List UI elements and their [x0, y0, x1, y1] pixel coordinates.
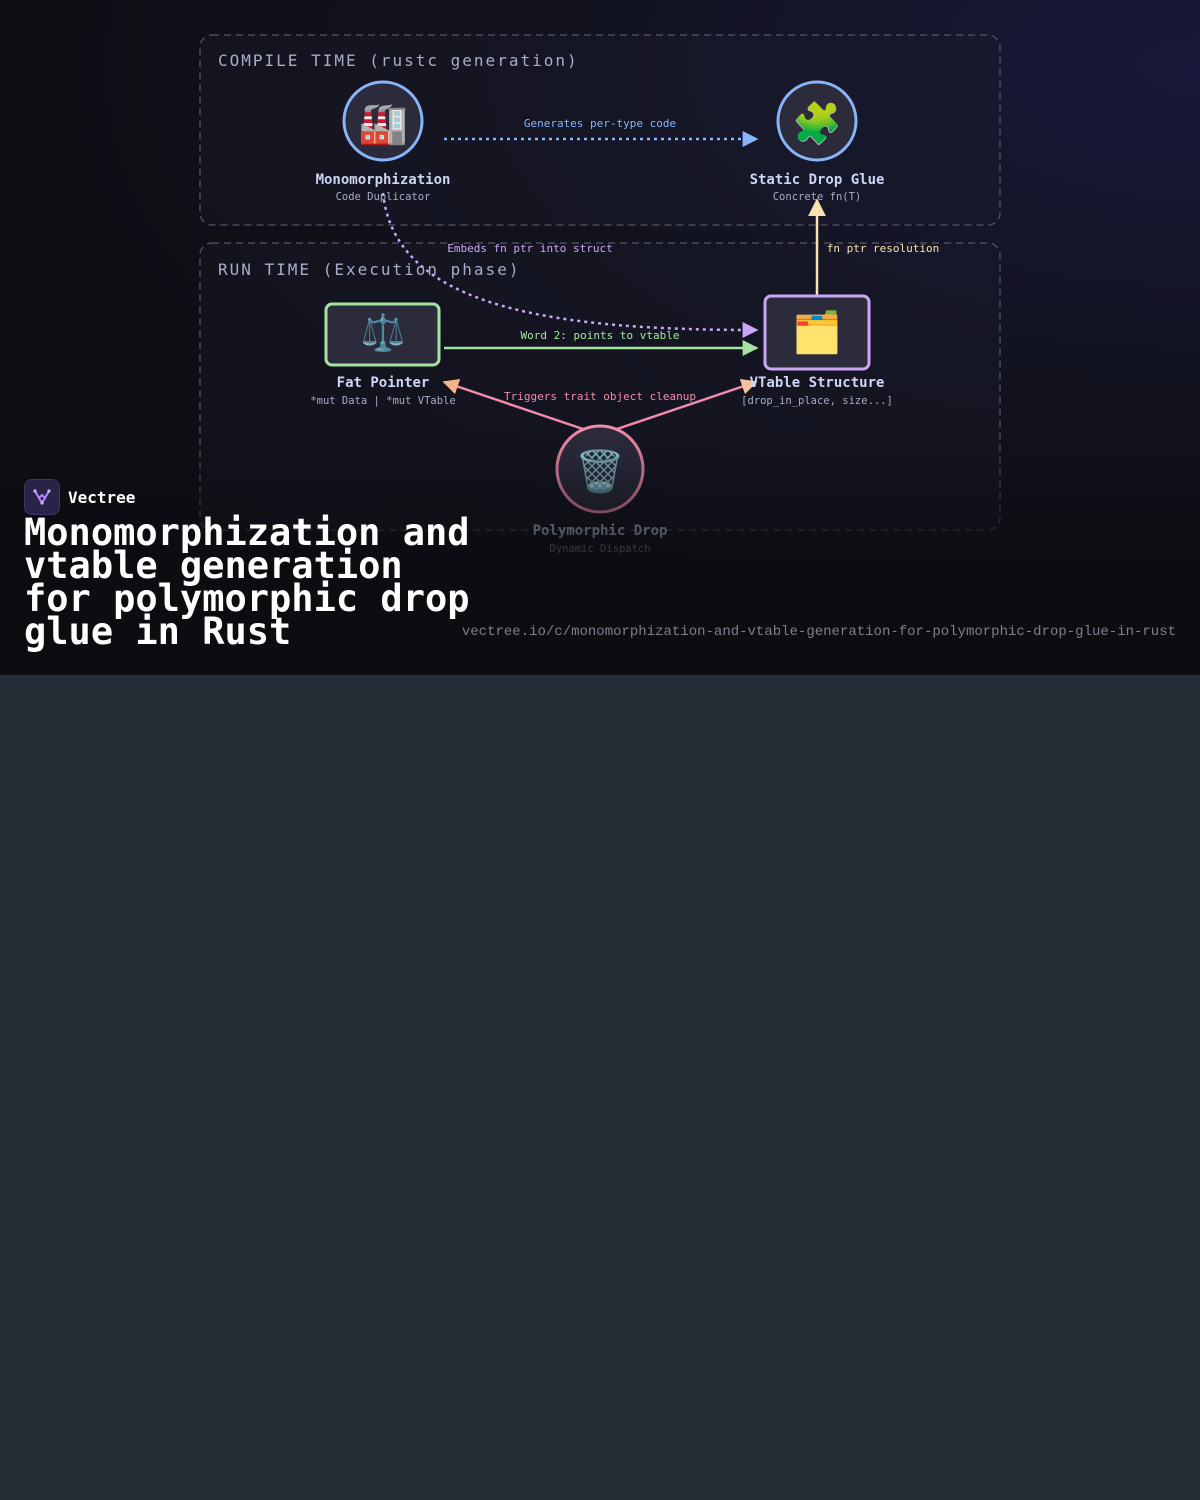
page-url[interactable]: vectree.io/c/monomorphization-and-vtable…	[461, 624, 1176, 640]
edge-mono-to-vtable: Embeds fn ptr into struct	[381, 192, 759, 338]
hero-banner: COMPILE TIME (rustc generation) RUN TIME…	[0, 0, 1200, 675]
node-fat-pointer: ⚖️ Fat Pointer *mut Data | *mut VTable	[310, 302, 456, 407]
puzzle-icon: 🧩	[792, 100, 842, 147]
node-vtable-structure: 🗂️ VTable Structure [drop_in_place, size…	[741, 294, 893, 407]
node-vtable-structure-title: VTable Structure	[750, 375, 885, 391]
card-index-dividers-icon: 🗂️	[792, 309, 842, 356]
edge-mono-to-glue: Generates per-type code	[444, 117, 759, 147]
node-vtable-structure-subtitle: [drop_in_place, size...]	[741, 395, 893, 407]
node-polymorphic-drop-title: Polymorphic Drop	[533, 523, 668, 539]
zone-run-time-label: RUN TIME (Execution phase)	[218, 260, 520, 279]
node-monomorphization-title: Monomorphization	[316, 172, 451, 188]
edge-mono-to-glue-label: Generates per-type code	[524, 117, 676, 130]
factory-icon: 🏭	[358, 101, 408, 147]
node-fat-pointer-title: Fat Pointer	[337, 375, 430, 391]
node-monomorphization: 🏭 Monomorphization Code Duplicator	[316, 80, 451, 203]
wastebasket-icon: 🗑️	[575, 448, 625, 495]
node-polymorphic-drop-subtitle: Dynamic Dispatch	[549, 543, 650, 555]
edge-drop-label: Triggers trait object cleanup	[504, 390, 696, 403]
node-static-drop-glue-title: Static Drop Glue	[750, 172, 885, 188]
node-fat-pointer-subtitle: *mut Data | *mut VTable	[310, 395, 455, 407]
scales-icon: ⚖️	[361, 312, 406, 354]
brand-name: Vectree	[68, 487, 136, 507]
zone-compile-time-label: COMPILE TIME (rustc generation)	[218, 51, 579, 70]
vectree-logo-icon	[24, 479, 60, 515]
edge-vtable-to-glue: fn ptr resolution	[808, 198, 940, 295]
brand: Vectree	[24, 479, 135, 515]
edge-fat-to-vtable: Word 2: points to vtable	[444, 329, 759, 356]
edge-vtable-to-glue-label: fn ptr resolution	[827, 242, 940, 255]
node-monomorphization-subtitle: Code Duplicator	[336, 191, 431, 203]
edge-drop-to-fat-and-vtable: Triggers trait object cleanup	[442, 379, 758, 431]
page-title: Monomorphization and vtable generation f…	[24, 511, 470, 653]
edge-fat-to-vtable-label: Word 2: points to vtable	[521, 329, 680, 342]
node-static-drop-glue: 🧩 Static Drop Glue Concrete fn(T)	[750, 80, 885, 203]
node-static-drop-glue-subtitle: Concrete fn(T)	[773, 191, 862, 203]
zone-compile-time: COMPILE TIME (rustc generation)	[199, 34, 1001, 226]
edge-mono-to-vtable-label: Embeds fn ptr into struct	[447, 242, 613, 255]
